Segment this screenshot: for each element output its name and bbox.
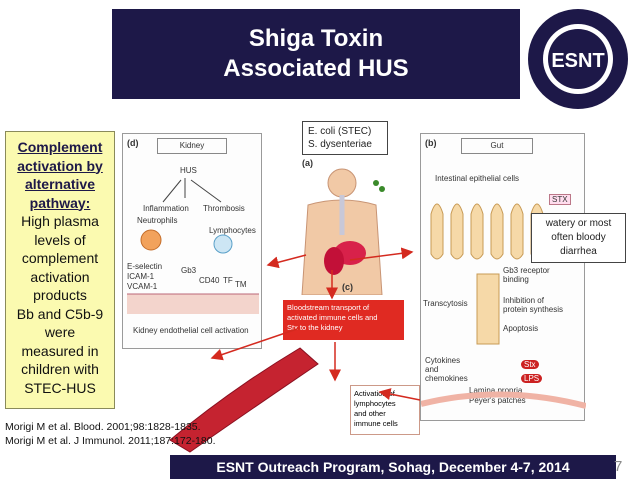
hus-label: HUS <box>180 166 197 175</box>
callout-body-3: complement <box>21 250 99 266</box>
gut-panel: (b) Gut Intestinal epithelial cells STX … <box>420 133 586 421</box>
tf-label: TF <box>223 276 233 285</box>
inhibition-2: protein synthesis <box>503 305 564 314</box>
diarrhea-label-box: watery or most often bloody diarrhea <box>531 213 626 263</box>
diarrhea-line-3: diarrhea <box>560 246 597 257</box>
lymphocytes-label: Lymphocytes <box>209 226 256 235</box>
activation-line-1: Activation of <box>354 389 395 398</box>
lps-small-badge: LPS <box>521 374 543 383</box>
panel-a-letter: (a) <box>302 158 313 168</box>
inflammation-label: Inflammation <box>143 204 189 213</box>
cytokines-2: and <box>425 365 439 374</box>
diarrhea-line-1: watery or most <box>545 218 612 229</box>
callout-body-7: were <box>44 324 76 340</box>
activation-line-4: immune cells <box>354 419 398 428</box>
gb3-label: Gb3 <box>181 266 197 275</box>
esnt-logo: ESNT <box>522 3 634 115</box>
callout-head-1: Complement <box>17 139 103 155</box>
kidney-diagram <box>127 178 259 314</box>
transcytosis-label: Transcytosis <box>423 299 468 308</box>
icam-label: ICAM-1 <box>127 272 155 281</box>
gb3-binding-1: Gb3 receptor <box>503 266 550 275</box>
logo-mark: ESNT <box>551 50 604 72</box>
callout-head-2: activation by <box>17 157 103 174</box>
cytokines-1: Cytokines <box>425 356 461 365</box>
thrombosis-label: Thrombosis <box>203 204 245 213</box>
vcam-label: VCAM-1 <box>127 282 158 291</box>
peyers-label: Peyer's patches <box>469 396 526 405</box>
gb3-binding-2: binding <box>503 275 529 284</box>
panel-c-letter: (c) <box>342 282 353 292</box>
neutrophils-label: Neutrophils <box>137 216 178 225</box>
intestinal-label: Intestinal epithelial cells <box>435 174 520 183</box>
callout-body-1: High plasma <box>21 213 99 229</box>
kidney-header: Kidney <box>157 138 227 154</box>
ecoli-line-1: E. coli (STEC) <box>308 126 372 137</box>
callout-body-6: Bb and C5b-9 <box>16 305 104 322</box>
title-banner: Shiga Toxin Associated HUS <box>112 9 520 99</box>
lamina-label: Lamina propria <box>469 386 523 395</box>
transport-line-1: Bloodstream transport of <box>287 303 370 312</box>
title-line-2: Associated HUS <box>223 55 409 82</box>
title-line-1: Shiga Toxin <box>248 25 384 52</box>
activation-line-2: lymphocytes <box>354 399 396 408</box>
diarrhea-line-2: often bloody <box>551 232 606 243</box>
ecoli-label-box: E. coli (STEC) S. dysenteriae <box>302 121 388 155</box>
callout-body-8: measured in <box>21 342 99 359</box>
reference-2: Morigi M et al. J Immunol. 2011;187:172-… <box>5 435 216 447</box>
stx-small-badge: Stx <box>521 360 539 369</box>
callout-head-3: alternative <box>24 176 96 192</box>
panel-d-letter: (d) <box>127 138 139 148</box>
transport-line-3: Stx to the kidney <box>287 323 343 332</box>
eselectin-label: E-selectin <box>127 262 163 271</box>
immune-activation-box: Activation of lymphocytes and other immu… <box>350 385 420 435</box>
bloodstream-transport-box: Bloodstream transport of activated immun… <box>283 300 404 340</box>
page-number: 7 <box>614 458 623 475</box>
kidney-activation-label: Kidney endothelial cell activation <box>133 326 249 335</box>
cytokines-3: chemokines <box>425 374 468 383</box>
apoptosis-label: Apoptosis <box>503 324 539 333</box>
inhibition-1: Inhibition of <box>503 296 544 305</box>
transport-line-2: activated immune cells and <box>287 313 378 322</box>
callout-body-9: children with <box>21 361 99 377</box>
cd40-label: CD40 <box>199 276 220 285</box>
ecoli-line-2: S. dysenteriae <box>308 139 372 150</box>
panel-b-letter: (b) <box>425 138 437 148</box>
references: Morigi M et al. Blood. 2001;98:1828-1835… <box>5 420 216 448</box>
callout-body-2: levels of <box>34 231 86 248</box>
reference-1: Morigi M et al. Blood. 2001;98:1828-1835… <box>5 421 201 433</box>
callout-head-4: pathway: <box>29 194 91 211</box>
activation-line-3: and other <box>354 409 386 418</box>
gut-header: Gut <box>461 138 533 154</box>
tm-label: TM <box>235 280 247 289</box>
stx-badge: STX <box>549 194 571 205</box>
callout-body-5: products <box>33 287 87 303</box>
callout-body-10: STEC-HUS <box>24 379 96 396</box>
complement-callout: Complement activation by alternative pat… <box>5 131 115 409</box>
kidney-panel: (d) Kidney HUS Inflammation Thrombosis N… <box>122 133 262 349</box>
callout-body-4: activation <box>30 268 90 285</box>
footer-banner: ESNT Outreach Program, Sohag, December 4… <box>170 455 616 479</box>
